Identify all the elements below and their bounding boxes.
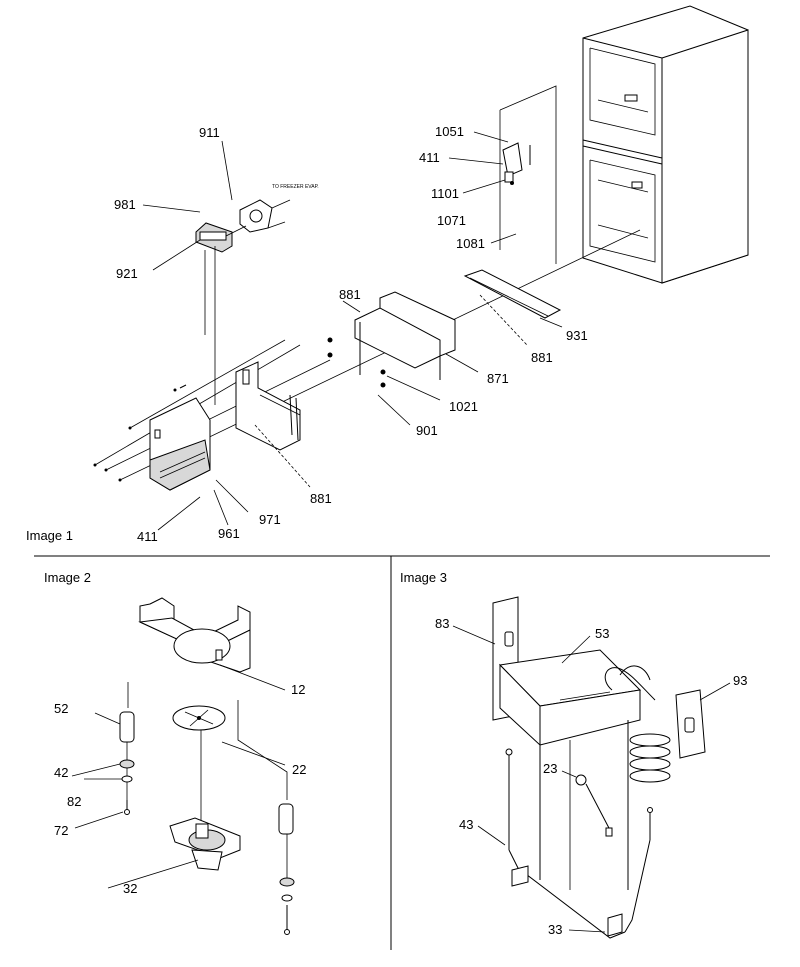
evaporator-body [498, 649, 642, 890]
drawer-frame [327, 291, 456, 388]
callout-33: 33 [548, 922, 562, 937]
explode-line [129, 339, 286, 429]
callout-82: 82 [67, 794, 81, 809]
defrost-heater [505, 748, 653, 939]
callout-931: 931 [566, 328, 588, 343]
image2-drawing [71, 597, 295, 935]
image2-caption: Image 2 [44, 570, 91, 585]
callout-1051: 1051 [435, 124, 464, 139]
callout-981: 981 [114, 197, 136, 212]
cross-rail [463, 269, 562, 319]
fan-blade [172, 705, 226, 731]
explode-line [105, 359, 331, 471]
callout-32: 32 [123, 881, 137, 896]
callout-52: 52 [54, 701, 68, 716]
callout-871: 871 [487, 371, 509, 386]
callout-23: 23 [543, 761, 557, 776]
callout-1071: 1071 [437, 213, 466, 228]
image1-caption: Image 1 [26, 528, 73, 543]
callout-83: 83 [435, 616, 449, 631]
callout-1101: 1101 [431, 186, 459, 201]
left-grommet [119, 711, 135, 743]
refrigerator-cabinet [582, 5, 749, 284]
callout-881-right: 881 [531, 350, 553, 365]
defrost-thermostat [575, 774, 613, 837]
callout-1021: 1021 [449, 399, 478, 414]
evaporator-coils [604, 665, 671, 783]
callout-881-bottom: 881 [310, 491, 332, 506]
callout-1081: 1081 [456, 236, 485, 251]
rear-partition [235, 361, 301, 451]
callout-881-top: 881 [339, 287, 361, 302]
callout-22: 22 [292, 762, 306, 777]
callout-411-top: 411 [419, 150, 440, 165]
callout-93: 93 [733, 673, 747, 688]
image1-drawing [93, 5, 749, 531]
freezer-evap-note: TO FREEZER EVAP. [272, 184, 319, 190]
callout-12: 12 [291, 682, 305, 697]
fan-housing-bracket [138, 597, 251, 673]
callout-971: 971 [259, 512, 281, 527]
screws [93, 384, 187, 482]
right-grommet [278, 803, 294, 835]
callout-72: 72 [54, 823, 68, 838]
callout-53: 53 [595, 626, 609, 641]
side-panel-outline [499, 85, 557, 264]
fan-cover-assembly [195, 199, 291, 253]
evaporator-cover [149, 397, 211, 491]
callout-411-bottom: 411 [137, 529, 158, 544]
image1-leaders [142, 131, 563, 531]
callout-42: 42 [54, 765, 68, 780]
fan-motor [169, 817, 241, 871]
callout-961: 961 [218, 526, 240, 541]
callout-911: 911 [199, 125, 220, 140]
image3-drawing [452, 596, 731, 939]
callout-43: 43 [459, 817, 473, 832]
callout-921: 921 [116, 266, 138, 281]
callout-901: 901 [416, 423, 438, 438]
image3-caption: Image 3 [400, 570, 447, 585]
thermostat-bracket [502, 142, 531, 185]
